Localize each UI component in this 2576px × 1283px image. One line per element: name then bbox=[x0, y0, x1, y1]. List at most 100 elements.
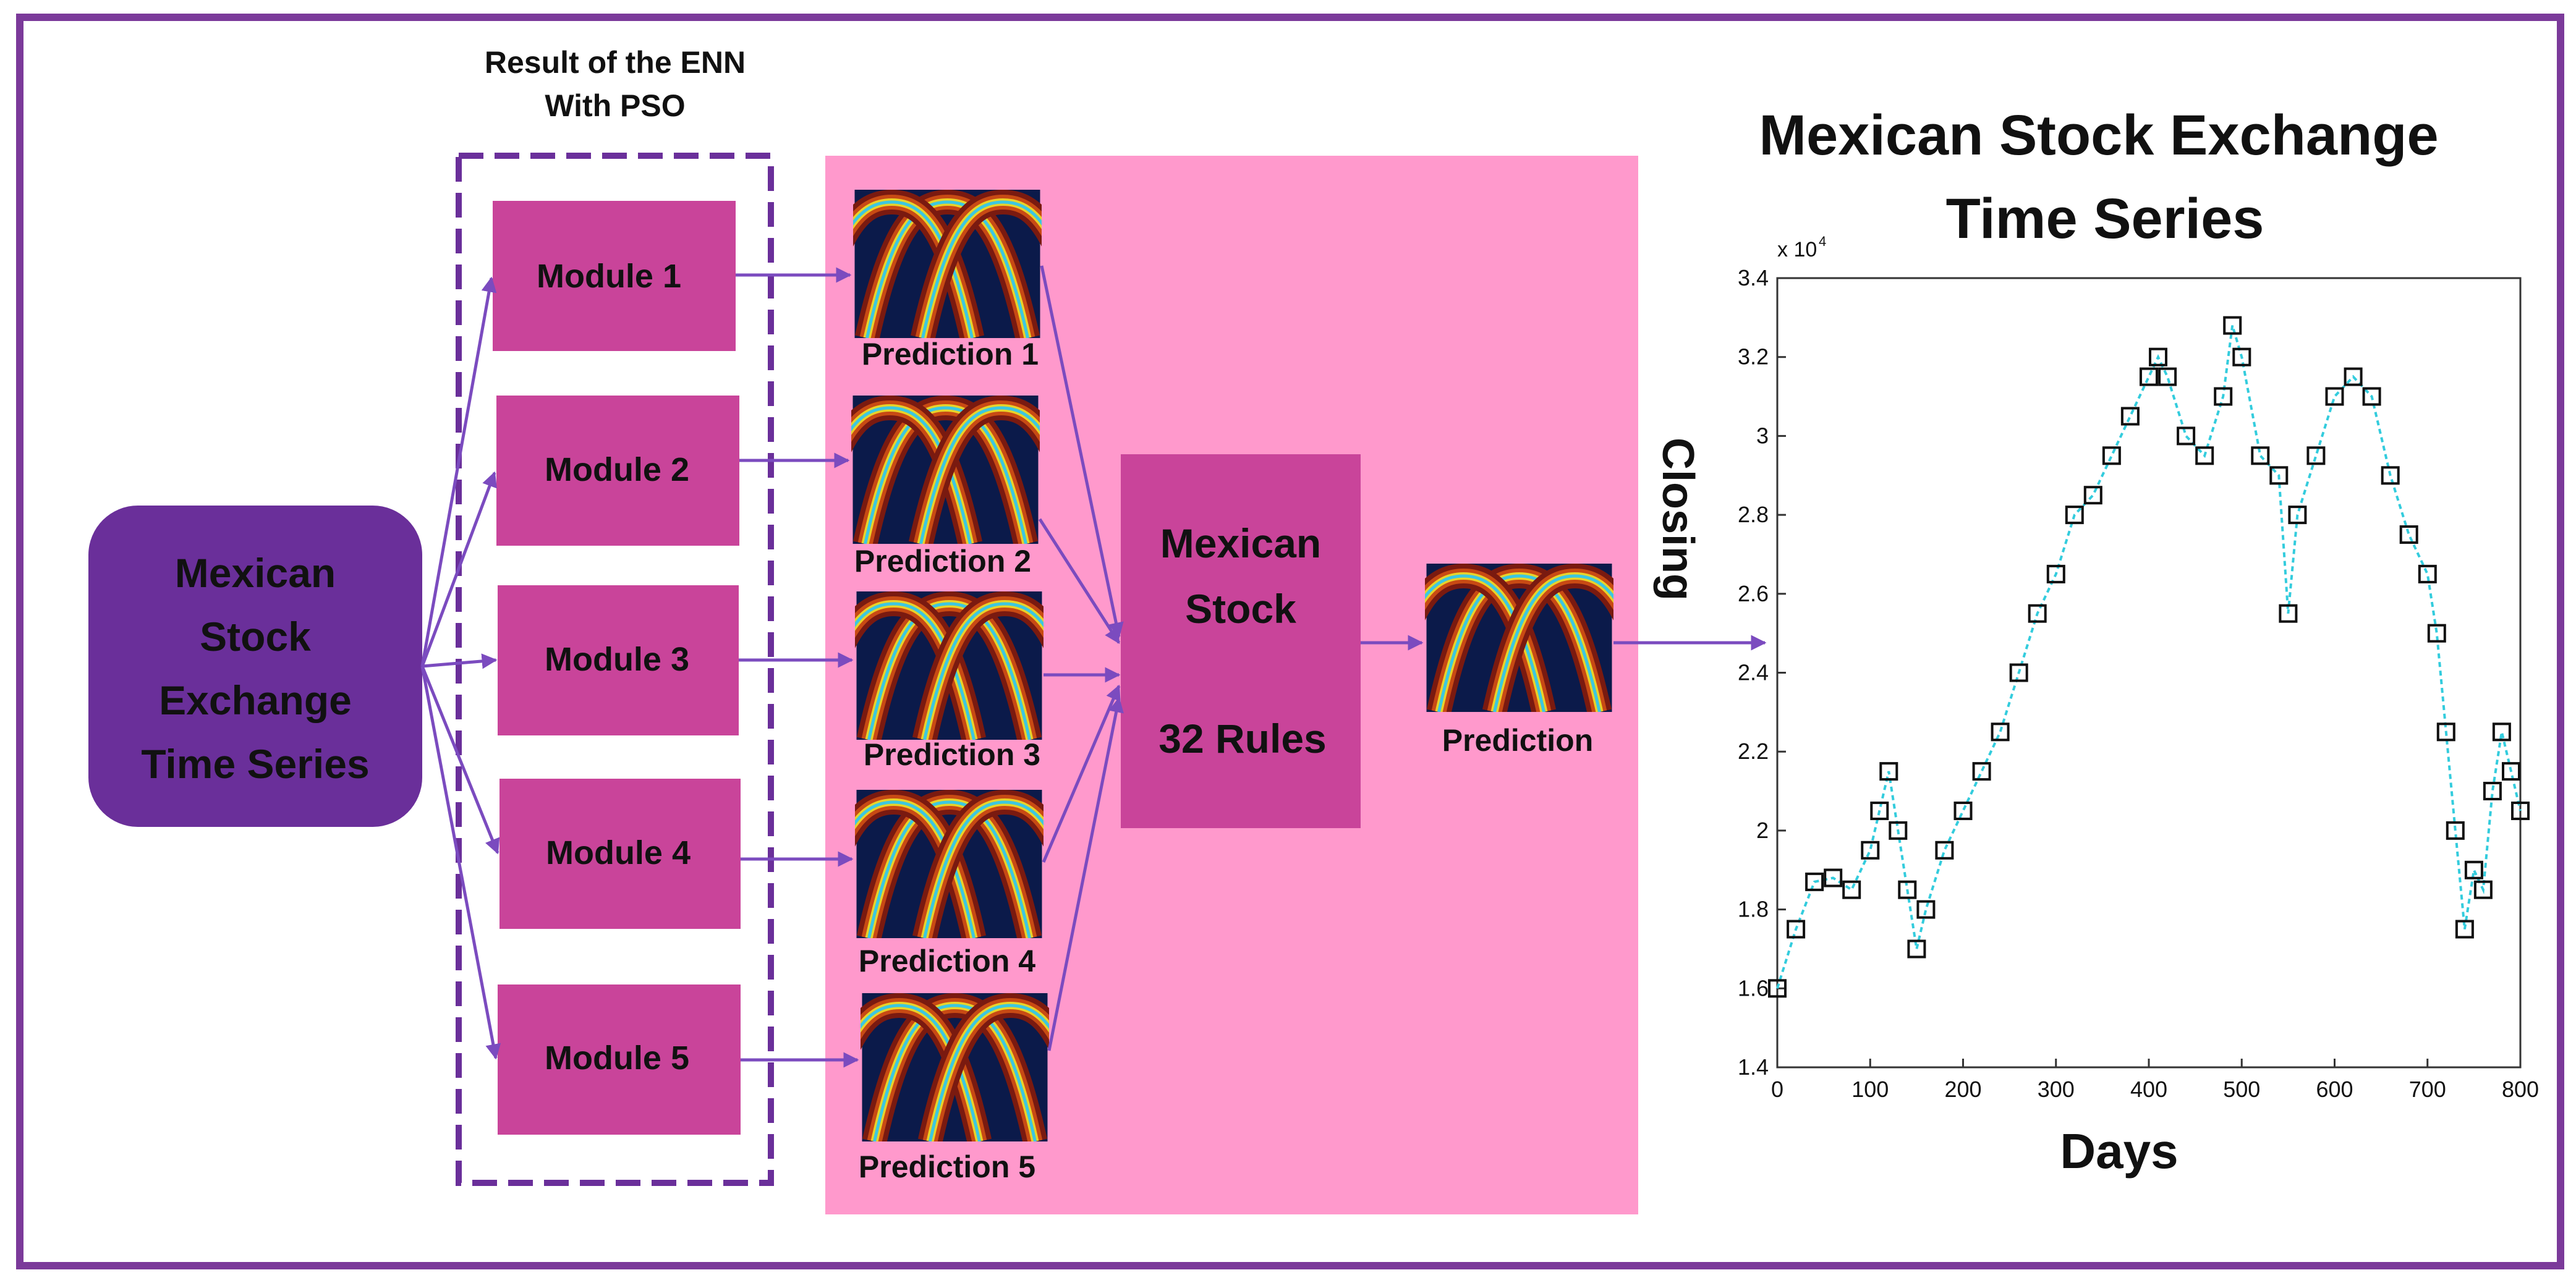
x-tick-label-3: 300 bbox=[2038, 1077, 2075, 1102]
y-axis-exponent: x 10 bbox=[1777, 238, 1817, 261]
prediction-to-integrator-arrows bbox=[1038, 265, 1124, 1051]
y-tick-label-3: 2 bbox=[1756, 818, 1769, 843]
data-point-42 bbox=[2427, 624, 2446, 643]
source-label-line-4: Time Series bbox=[141, 741, 369, 787]
data-point-18 bbox=[2046, 564, 2065, 583]
data-point-21 bbox=[2102, 446, 2121, 465]
data-point-30 bbox=[2232, 347, 2251, 366]
data-point-44 bbox=[2446, 821, 2465, 840]
enn-pso-result-title-line-2: With PSO bbox=[545, 88, 685, 123]
prediction-2-label: Prediction 2 bbox=[854, 544, 1031, 578]
data-point-4 bbox=[1842, 880, 1861, 899]
data-point-0 bbox=[1768, 979, 1787, 998]
chart-points bbox=[1768, 316, 2530, 998]
prediction-4: Prediction 4 bbox=[814, 790, 1086, 978]
prediction-5: Prediction 5 bbox=[859, 993, 1091, 1184]
data-point-41 bbox=[2418, 564, 2437, 583]
data-point-34 bbox=[2288, 506, 2307, 525]
integrator-label-line-1: Mexican bbox=[1160, 520, 1321, 566]
integrator-box bbox=[1121, 454, 1361, 828]
data-point-25 bbox=[2158, 367, 2177, 386]
data-point-43 bbox=[2436, 722, 2455, 742]
data-point-13 bbox=[1953, 802, 1973, 820]
data-point-24 bbox=[2149, 347, 2167, 366]
module-4: Module 4 bbox=[499, 779, 741, 929]
data-point-33 bbox=[2279, 604, 2298, 623]
data-point-3 bbox=[1824, 868, 1843, 887]
module-3: Module 3 bbox=[498, 585, 739, 735]
data-point-6 bbox=[1870, 802, 1889, 820]
data-point-37 bbox=[2344, 367, 2363, 386]
y-tick-label-8: 3 bbox=[1756, 423, 1769, 448]
source-label-line-1: Mexican bbox=[175, 550, 336, 596]
data-point-26 bbox=[2177, 426, 2196, 446]
integrator-label-line-4: 32 Rules bbox=[1158, 716, 1326, 761]
chart-title-line-2: Time Series bbox=[1946, 187, 2264, 250]
data-point-38 bbox=[2362, 387, 2381, 406]
y-tick-label-5: 2.4 bbox=[1738, 660, 1769, 685]
data-point-48 bbox=[2483, 782, 2502, 800]
data-point-10 bbox=[1907, 939, 1926, 959]
y-tick-label-7: 2.8 bbox=[1738, 502, 1769, 527]
source-label-line-2: Stock bbox=[200, 614, 311, 659]
data-point-46 bbox=[2464, 860, 2483, 879]
data-point-19 bbox=[2065, 506, 2084, 525]
data-point-35 bbox=[2306, 446, 2326, 465]
enn-pso-result-box bbox=[456, 153, 774, 1186]
prediction-4-label: Prediction 4 bbox=[859, 944, 1035, 978]
prediction-3: Prediction 3 bbox=[814, 591, 1086, 772]
y-tick-label-0: 1.4 bbox=[1738, 1054, 1769, 1080]
y-tick-label-2: 1.8 bbox=[1738, 897, 1769, 922]
data-point-11 bbox=[1916, 900, 1936, 919]
data-point-17 bbox=[2028, 604, 2047, 623]
module-5: Module 5 bbox=[498, 984, 741, 1135]
x-tick-label-2: 200 bbox=[1944, 1077, 1981, 1102]
x-tick-label-5: 500 bbox=[2223, 1077, 2260, 1102]
data-point-12 bbox=[1935, 841, 1954, 860]
data-point-31 bbox=[2251, 446, 2270, 465]
x-tick-label-1: 100 bbox=[1851, 1077, 1889, 1102]
data-point-1 bbox=[1787, 920, 1806, 939]
module-2-label: Module 2 bbox=[545, 451, 689, 488]
data-point-51 bbox=[2511, 802, 2530, 820]
prediction-2: Prediction 2 bbox=[810, 396, 1082, 578]
module-3-label: Module 3 bbox=[545, 641, 689, 678]
enn-pso-result-title-line-1: Result of the ENN bbox=[485, 45, 746, 80]
x-axis-label: Days bbox=[2060, 1124, 2178, 1179]
data-point-5 bbox=[1861, 841, 1880, 860]
y-axis-exponent-power: 4 bbox=[1819, 234, 1826, 249]
data-point-50 bbox=[2502, 762, 2520, 781]
data-point-20 bbox=[2083, 486, 2102, 505]
data-point-23 bbox=[2140, 367, 2158, 386]
prediction-3-label: Prediction 3 bbox=[864, 737, 1040, 772]
data-point-39 bbox=[2381, 466, 2400, 485]
prediction-5-label: Prediction 5 bbox=[859, 1150, 1035, 1184]
data-point-15 bbox=[1991, 722, 2010, 742]
x-tick-label-8: 800 bbox=[2502, 1077, 2539, 1102]
data-point-27 bbox=[2195, 446, 2214, 465]
closing-series-line bbox=[1776, 325, 2522, 989]
y-tick-label-1: 1.6 bbox=[1738, 975, 1769, 1001]
data-point-47 bbox=[2473, 880, 2493, 899]
x-tick-label-6: 600 bbox=[2316, 1077, 2353, 1102]
y-tick-label-10: 3.4 bbox=[1738, 265, 1769, 290]
module-5-label: Module 5 bbox=[545, 1040, 689, 1077]
data-point-28 bbox=[2214, 387, 2233, 406]
module-to-prediction-arrows bbox=[736, 267, 859, 1068]
final-prediction-label: Prediction bbox=[1442, 723, 1593, 758]
data-point-22 bbox=[2120, 407, 2140, 426]
data-point-14 bbox=[1972, 762, 1991, 781]
module-1: Module 1 bbox=[493, 201, 736, 351]
y-tick-label-9: 3.2 bbox=[1738, 344, 1769, 370]
data-point-29 bbox=[2223, 316, 2242, 335]
data-point-2 bbox=[1805, 872, 1824, 891]
chart-plot-area bbox=[1776, 277, 2522, 1069]
data-point-16 bbox=[2009, 663, 2028, 682]
x-tick-label-0: 0 bbox=[1771, 1077, 1783, 1102]
x-tick-label-7: 700 bbox=[2409, 1077, 2446, 1102]
y-axis-label: Closing bbox=[1653, 438, 1702, 601]
source-time-series-box bbox=[88, 506, 422, 827]
